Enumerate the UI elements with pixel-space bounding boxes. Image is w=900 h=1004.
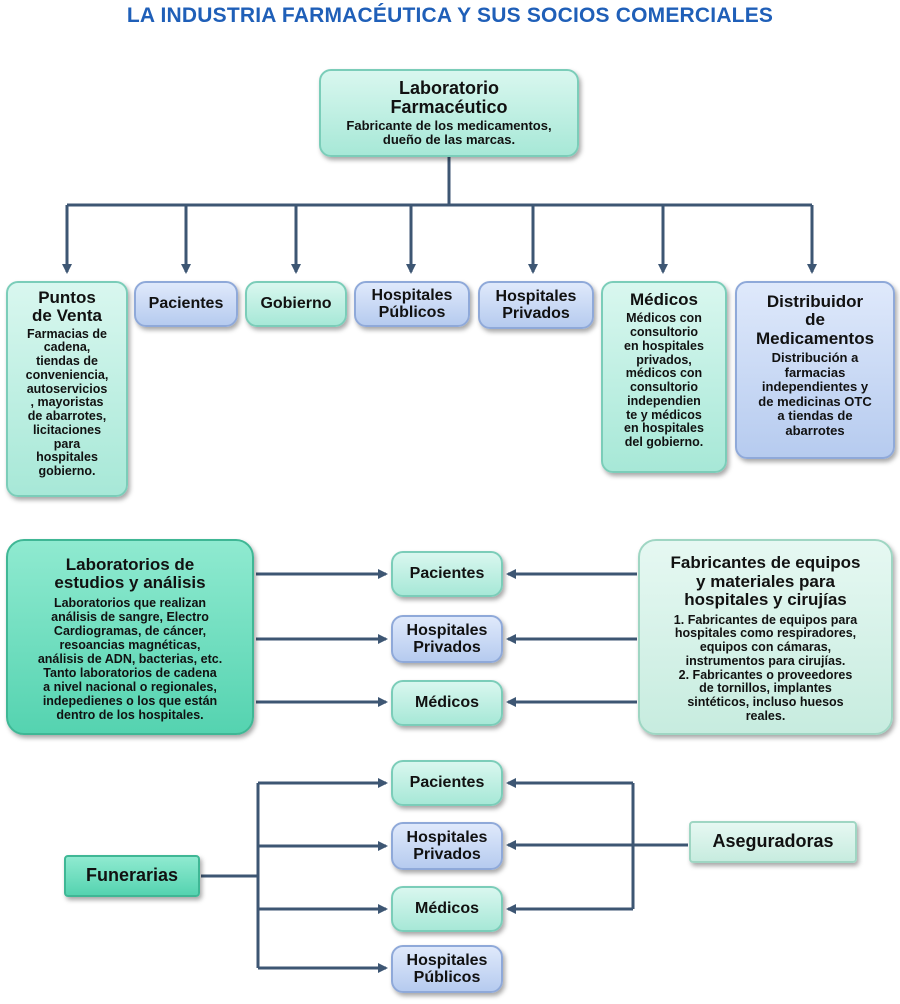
desc-line: Médicos con bbox=[626, 311, 702, 326]
node-label: Pacientes bbox=[409, 774, 485, 792]
desc-line: 2. Fabricantes o proveedores bbox=[678, 667, 853, 682]
desc-line: en hospitales bbox=[624, 421, 704, 436]
node-heading: Médicos bbox=[629, 290, 699, 309]
node-medicos-middle: Médicos bbox=[391, 680, 503, 726]
node-heading: Laboratorios de bbox=[65, 554, 195, 574]
node-puntos-de-venta: Puntos de Venta Farmacias de cadena, tie… bbox=[6, 281, 128, 497]
node-label: Hospitales bbox=[406, 828, 488, 846]
node-label: Privados bbox=[413, 639, 481, 656]
node-label: Hospitales bbox=[495, 287, 577, 305]
node-heading: Fabricantes de equipos bbox=[670, 553, 861, 573]
node-distribuidor-medicamentos: Distribuidor de Medicamentos Distribució… bbox=[735, 281, 895, 459]
desc-line: privados, bbox=[636, 352, 692, 367]
desc-line: equipos con cámaras, bbox=[699, 640, 832, 655]
node-label: Gobierno bbox=[260, 295, 332, 313]
node-label: Pacientes bbox=[409, 565, 485, 583]
desc-line: conveniencia, bbox=[25, 367, 109, 382]
node-label: Hospitales bbox=[371, 286, 453, 304]
node-label: Aseguradoras bbox=[712, 831, 834, 852]
desc-line: Cardiogramas, de cáncer, bbox=[53, 624, 207, 639]
desc-line: , mayoristas bbox=[30, 395, 104, 410]
desc-line: cadena, bbox=[43, 340, 91, 355]
node-label: Privados bbox=[502, 305, 570, 322]
desc-line: reales. bbox=[745, 708, 786, 723]
desc-line: 1. Fabricantes de equipos para bbox=[673, 612, 858, 627]
desc-line: médicos con bbox=[625, 366, 703, 381]
node-pacientes-top: Pacientes bbox=[134, 281, 238, 327]
node-label: Privados bbox=[413, 846, 481, 863]
node-hospitales-privados-middle: Hospitales Privados bbox=[391, 615, 503, 663]
node-label: Funerarias bbox=[85, 865, 179, 886]
node-fabricantes-equipos: Fabricantes de equipos y materiales para… bbox=[638, 539, 893, 735]
node-medicos-bottom: Médicos bbox=[391, 886, 503, 932]
desc-line: para bbox=[53, 436, 81, 451]
desc-line: de abarrotes, bbox=[27, 409, 107, 424]
node-label: Hospitales bbox=[406, 951, 488, 969]
node-label: Pacientes bbox=[148, 295, 224, 313]
node-aseguradoras: Aseguradoras bbox=[689, 821, 857, 863]
node-heading: de Venta bbox=[32, 306, 102, 326]
node-pacientes-bottom: Pacientes bbox=[391, 760, 503, 806]
desc-line: gobierno. bbox=[38, 464, 96, 479]
node-heading: Puntos bbox=[38, 288, 96, 307]
desc-line: análisis de ADN, bacterias, etc. bbox=[37, 652, 223, 667]
desc-line: licitaciones bbox=[32, 422, 102, 437]
desc-line: Tanto laboratorios de cadena bbox=[43, 666, 217, 681]
node-label: Médicos bbox=[414, 900, 479, 918]
desc-line: instrumentos para cirujías. bbox=[685, 653, 846, 668]
desc-line: a tiendas de bbox=[777, 408, 853, 424]
node-label: Públicos bbox=[413, 969, 481, 986]
node-label: Médicos bbox=[414, 694, 479, 712]
desc-line: farmacias bbox=[784, 364, 846, 380]
desc-line: dentro de los hospitales. bbox=[56, 708, 204, 723]
node-heading: de bbox=[805, 310, 825, 330]
desc-line: Laboratorios que realizan bbox=[53, 596, 207, 611]
node-laboratorios-estudios: Laboratorios de estudios y análisis Labo… bbox=[6, 539, 254, 735]
node-pacientes-middle: Pacientes bbox=[391, 551, 503, 597]
desc-line: hospitales como respiradores, bbox=[674, 626, 857, 641]
page-title: LA INDUSTRIA FARMACÉUTICA Y SUS SOCIOS C… bbox=[126, 4, 774, 27]
node-hospitales-publicos-bottom: Hospitales Públicos bbox=[391, 945, 503, 993]
desc-line: de tornillos, implantes bbox=[699, 681, 832, 696]
desc-line: del gobierno. bbox=[624, 435, 704, 450]
node-hospitales-privados-bottom: Hospitales Privados bbox=[391, 822, 503, 870]
desc-line: consultorio bbox=[629, 380, 699, 395]
node-heading: y materiales para bbox=[696, 571, 835, 591]
desc-line: en hospitales bbox=[624, 338, 704, 353]
desc-line: indepedienes o los que están bbox=[42, 694, 218, 709]
desc-line: consultorio bbox=[629, 325, 699, 340]
desc-line: de medicinas OTC bbox=[758, 393, 872, 409]
desc-line: abarrotes bbox=[785, 422, 845, 438]
node-laboratorio-farmaceutico: Laboratorio Farmacéutico Fabricante de l… bbox=[319, 69, 579, 157]
desc-line: resoancias magnéticas, bbox=[59, 638, 201, 653]
node-gobierno: Gobierno bbox=[245, 281, 347, 327]
node-heading: Farmacéutico bbox=[390, 96, 508, 117]
node-medicos-top: Médicos Médicos con consultorio en hospi… bbox=[601, 281, 727, 473]
desc-line: a nivel nacional o regionales, bbox=[43, 680, 217, 695]
node-desc: Fabricante de los medicamentos, bbox=[346, 118, 552, 134]
desc-line: sintéticos, incluso huesos bbox=[687, 695, 844, 710]
node-heading: hospitales y cirujías bbox=[684, 590, 847, 610]
desc-line: Farmacias de bbox=[27, 326, 107, 341]
node-heading: estudios y análisis bbox=[54, 573, 206, 592]
node-heading: Laboratorio bbox=[398, 77, 499, 98]
node-label: Públicos bbox=[378, 304, 446, 321]
node-hospitales-publicos-top: Hospitales Públicos bbox=[354, 281, 470, 327]
desc-line: Distribución a bbox=[771, 350, 859, 366]
node-hospitales-privados-top: Hospitales Privados bbox=[478, 281, 594, 329]
node-desc: dueño de las marcas. bbox=[382, 132, 516, 148]
node-heading: Distribuidor bbox=[766, 292, 864, 311]
desc-line: tiendas de bbox=[36, 354, 98, 369]
desc-line: hospitales bbox=[36, 450, 98, 465]
node-heading: Medicamentos bbox=[755, 328, 875, 348]
desc-line: análisis de sangre, Electro bbox=[51, 610, 209, 625]
node-label: Hospitales bbox=[406, 621, 488, 639]
node-funerarias: Funerarias bbox=[64, 855, 200, 897]
desc-line: te y médicos bbox=[626, 407, 702, 422]
desc-line: independien bbox=[627, 393, 701, 408]
desc-line: autoservicios bbox=[26, 381, 108, 396]
desc-line: independientes y bbox=[761, 379, 869, 395]
